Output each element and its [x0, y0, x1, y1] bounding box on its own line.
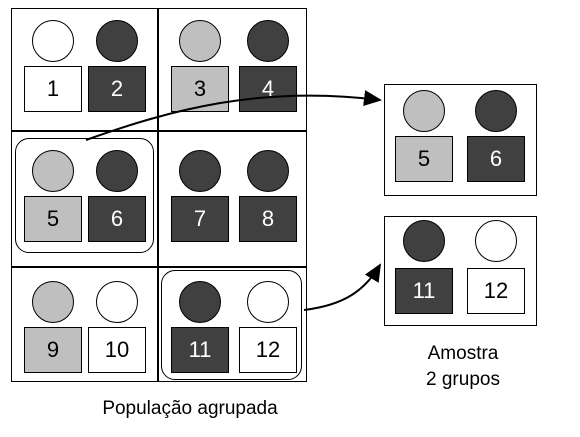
unit-circle-8 [247, 150, 289, 192]
unit-circle-10 [96, 281, 138, 323]
grid-divider-horizontal-1 [11, 130, 307, 132]
unit-circle-5 [32, 150, 74, 192]
unit-label: 1 [46, 76, 60, 101]
unit-box-11: 11 [395, 268, 453, 314]
unit-circle-4 [247, 20, 289, 62]
unit-label: 10 [104, 337, 130, 362]
unit-label: 12 [483, 278, 509, 303]
arrow-cluster-11-12 [303, 263, 382, 311]
unit-box-9: 9 [24, 327, 82, 373]
unit-circle-9 [32, 281, 74, 323]
unit-label: 6 [489, 146, 503, 171]
unit-label: 5 [46, 206, 60, 231]
unit-label: 11 [188, 337, 212, 362]
unit-circle-11 [403, 220, 445, 262]
unit-box-2: 2 [88, 66, 146, 112]
unit-box-8: 8 [239, 196, 297, 242]
unit-box-5: 5 [395, 136, 453, 182]
unit-box-11: 11 [171, 327, 229, 373]
unit-box-10: 10 [88, 327, 146, 373]
unit-label: 5 [417, 146, 431, 171]
sample-caption-line2: 2 grupos [426, 369, 500, 390]
unit-circle-3 [179, 20, 221, 62]
unit-circle-11 [179, 281, 221, 323]
unit-box-1: 1 [24, 66, 82, 112]
unit-circle-6 [96, 150, 138, 192]
unit-box-6: 6 [88, 196, 146, 242]
population-grid [11, 8, 307, 382]
unit-label: 11 [412, 278, 436, 303]
unit-label: 3 [193, 76, 207, 101]
unit-label: 4 [261, 76, 275, 101]
unit-box-3: 3 [171, 66, 229, 112]
sample-caption-line1: Amostra [427, 343, 499, 364]
unit-label: 9 [46, 337, 60, 362]
population-caption: População agrupada [102, 398, 278, 419]
unit-box-12: 12 [239, 327, 297, 373]
sample-group-2 [384, 216, 537, 326]
unit-circle-1 [32, 20, 74, 62]
unit-box-6: 6 [467, 136, 525, 182]
unit-label: 6 [110, 206, 124, 231]
unit-circle-7 [179, 150, 221, 192]
unit-circle-12 [475, 220, 517, 262]
unit-box-5: 5 [24, 196, 82, 242]
unit-label: 12 [255, 337, 281, 362]
unit-circle-2 [96, 20, 138, 62]
selected-cluster-highlight-1 [15, 138, 154, 253]
selected-cluster-highlight-2 [161, 270, 302, 380]
unit-label: 8 [261, 206, 275, 231]
unit-circle-5 [403, 90, 445, 132]
sample-group-1 [384, 84, 537, 196]
unit-box-12: 12 [467, 268, 525, 314]
unit-box-4: 4 [239, 66, 297, 112]
unit-box-7: 7 [171, 196, 229, 242]
grid-divider-vertical [157, 8, 159, 382]
grid-divider-horizontal-2 [11, 266, 307, 268]
unit-circle-6 [475, 90, 517, 132]
unit-label: 7 [193, 206, 207, 231]
unit-label: 2 [110, 76, 124, 101]
unit-circle-12 [247, 281, 289, 323]
